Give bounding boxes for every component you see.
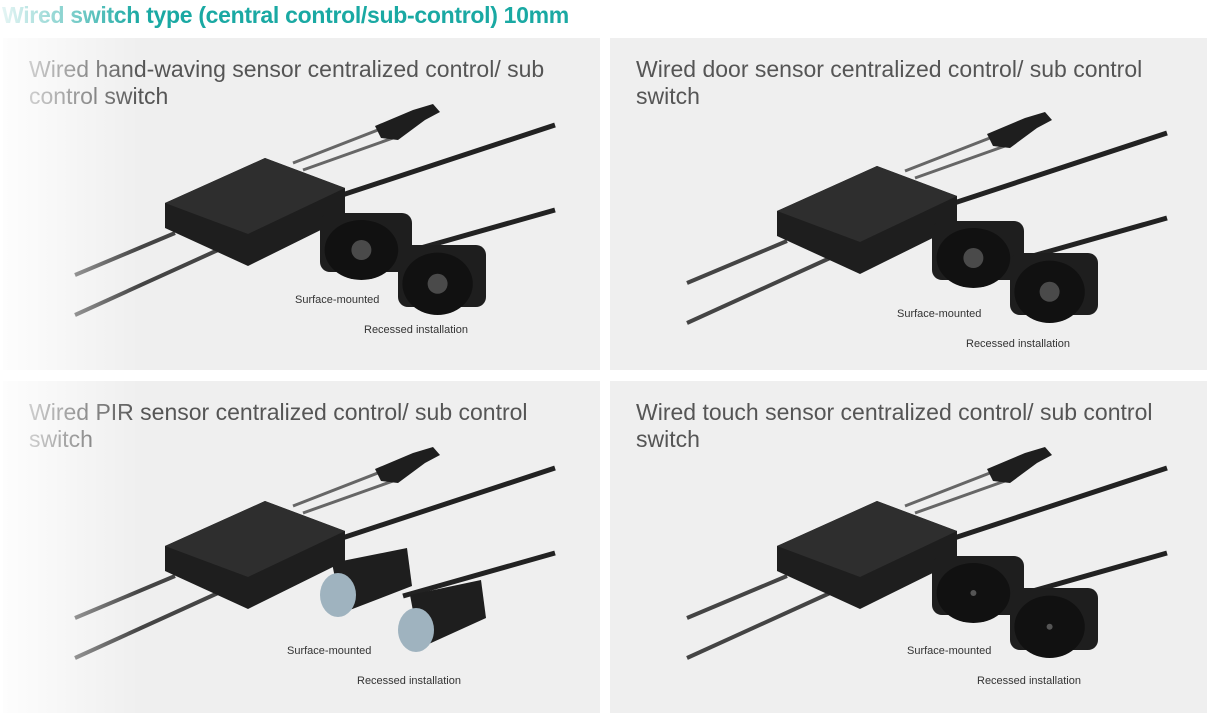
connector-cable-icon bbox=[904, 469, 1006, 515]
connector-plug-icon bbox=[375, 447, 440, 483]
recessed-installation-label: Recessed installation bbox=[357, 675, 461, 687]
product-panel-door: Wired door sensor centralized control/ s… bbox=[610, 38, 1207, 370]
surface-mounted-label: Surface-mounted bbox=[907, 645, 992, 657]
input-cable-icon bbox=[74, 591, 219, 660]
controller-box-top-icon bbox=[777, 166, 957, 242]
recessed-installation-label: Recessed installation bbox=[977, 675, 1081, 687]
input-cable-icon bbox=[74, 574, 176, 620]
switch-assembly bbox=[686, 447, 1168, 660]
controller-box-top-icon bbox=[777, 501, 957, 577]
touch-pin-icon bbox=[970, 590, 977, 596]
input-cable-icon bbox=[74, 231, 176, 277]
connector-cable-icon bbox=[292, 126, 394, 172]
sensor-hole-icon bbox=[351, 240, 372, 260]
switch-assembly bbox=[686, 112, 1168, 325]
product-panel-pir: Wired PIR sensor centralized control/ su… bbox=[3, 381, 600, 713]
connector-plug-icon bbox=[987, 447, 1052, 483]
sensor-hole-icon bbox=[1039, 281, 1060, 302]
sensor-cable-icon bbox=[402, 550, 556, 599]
sensor-hole-icon bbox=[427, 273, 448, 294]
page-title: Wired switch type (central control/sub-c… bbox=[2, 2, 569, 28]
product-illustration bbox=[74, 104, 556, 317]
connector-cable-icon bbox=[904, 134, 1006, 180]
surface-mounted-label: Surface-mounted bbox=[897, 308, 982, 320]
product-illustration bbox=[686, 447, 1168, 660]
controller-box-top-icon bbox=[165, 158, 345, 234]
sensor-hole-icon bbox=[963, 248, 984, 268]
controller-box-top-icon bbox=[165, 501, 345, 577]
panel-title: Wired touch sensor centralized control/ … bbox=[636, 399, 1153, 452]
input-cable-icon bbox=[74, 248, 219, 317]
product-illustration bbox=[686, 112, 1168, 325]
input-cable-icon bbox=[686, 256, 831, 325]
panel-title: Wired door sensor centralized control/ s… bbox=[636, 56, 1143, 109]
sensor-cable-icon bbox=[944, 465, 1168, 544]
product-illustration bbox=[74, 447, 556, 660]
recessed-installation-label: Recessed installation bbox=[966, 338, 1070, 350]
product-panel-touch: Wired touch sensor centralized control/ … bbox=[610, 381, 1207, 713]
connector-plug-icon bbox=[987, 112, 1052, 148]
sensor-cable-icon bbox=[332, 122, 556, 201]
surface-mounted-label: Surface-mounted bbox=[287, 645, 372, 657]
pir-dome-lens-icon bbox=[320, 573, 356, 617]
switch-assembly bbox=[74, 104, 556, 317]
connector-plug-icon bbox=[375, 104, 440, 140]
input-cable-icon bbox=[686, 239, 788, 285]
sensor-cable-icon bbox=[944, 130, 1168, 209]
sensor-cable-icon bbox=[332, 465, 556, 544]
switch-assembly bbox=[74, 447, 556, 660]
input-cable-icon bbox=[686, 591, 831, 660]
connector-cable-icon bbox=[292, 469, 394, 515]
product-panel-hand-waving: Wired hand-waving sensor centralized con… bbox=[3, 38, 600, 370]
surface-mounted-label: Surface-mounted bbox=[295, 294, 380, 306]
pir-dome-lens-icon bbox=[398, 608, 434, 652]
input-cable-icon bbox=[686, 574, 788, 620]
recessed-installation-label: Recessed installation bbox=[364, 324, 468, 336]
touch-pin-icon bbox=[1046, 623, 1053, 630]
